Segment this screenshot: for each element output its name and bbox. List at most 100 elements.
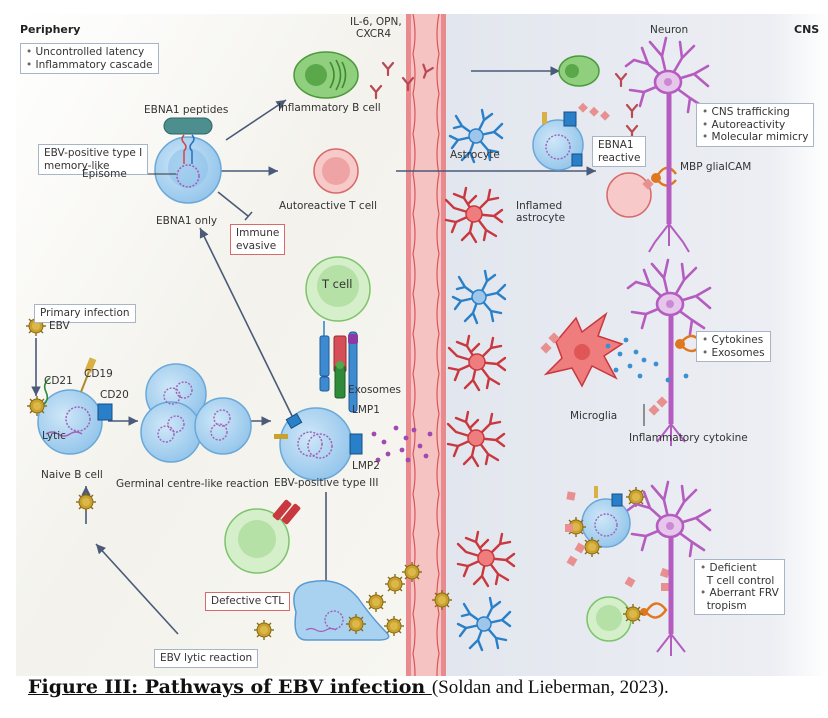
primary-infection-box: Primary infection xyxy=(34,304,136,323)
ebv-virion xyxy=(401,561,423,583)
cytokine-dot xyxy=(627,363,633,369)
inflammatory-b-cell xyxy=(293,51,359,99)
ebv-virion xyxy=(365,591,387,613)
cns-label: CNS xyxy=(794,23,820,36)
defective-ctl xyxy=(224,499,301,574)
naive-b-cell xyxy=(37,357,113,455)
immune-evasive-line: Immune xyxy=(236,227,280,239)
lytic-b-cell xyxy=(293,580,390,641)
neuron-bottom xyxy=(626,480,712,656)
cns-b-cell xyxy=(532,102,610,171)
inflammatory-cytokine-label: Inflammatory cytokine xyxy=(629,432,748,444)
deficient-box: Deficient T cell control Aberrant FRV tr… xyxy=(694,559,785,616)
exosome-dot xyxy=(371,431,377,437)
ebv-virion xyxy=(253,619,275,641)
exosomes-label: Exosomes xyxy=(348,384,402,396)
cytokine-dot xyxy=(637,373,643,379)
autoreactive-t-cell-label: Autoreactive T cell xyxy=(279,200,377,212)
type3-b-cell xyxy=(274,407,363,481)
ebv-virion xyxy=(383,615,405,637)
il6-label: IL-6, OPN, xyxy=(350,16,402,28)
naive-b-cell-label: Naive B cell xyxy=(41,469,103,481)
inflammatory-b-cell-label: Inflammatory B cell xyxy=(278,102,381,114)
cytokine-dot xyxy=(623,337,629,343)
microglia xyxy=(543,311,624,388)
latency-item: Uncontrolled latency xyxy=(26,46,153,59)
exosome-dot xyxy=(427,431,433,437)
germinal-centre-cells xyxy=(140,363,252,463)
latency-box: Uncontrolled latency Inflammatory cascad… xyxy=(20,43,159,75)
inflamed-line: astrocyte xyxy=(516,212,566,225)
ebv-label: EBV xyxy=(49,320,70,332)
cytokine-dot xyxy=(665,377,671,383)
cns-item: Autoreactivity xyxy=(702,119,808,132)
mbp-label: MBP glialCAM xyxy=(680,161,752,173)
immune-evasive-line: evasive xyxy=(236,239,277,252)
astrocyte-label: Astrocyte xyxy=(450,149,500,161)
exosomes xyxy=(371,425,433,463)
deficient-item: T cell control xyxy=(706,574,775,587)
cns-item: Molecular mimicry xyxy=(702,131,809,144)
caption-citation: (Soldan and Lieberman, 2023). xyxy=(431,677,669,698)
type1-line: EBV-positive type I xyxy=(44,147,143,159)
exosome-dot xyxy=(393,425,399,431)
cns-inflammatory-b-cell xyxy=(558,55,600,87)
cytokine-dot xyxy=(617,351,623,357)
defective-ctl-box: Defective CTL xyxy=(205,592,291,611)
cytokines-box: Cytokines Exosomes xyxy=(696,331,771,363)
latency-item: Inflammatory cascade xyxy=(26,59,153,72)
cytokines-item: Exosomes xyxy=(702,347,765,360)
cns-trafficking-box: CNS trafficking Autoreactivity Molecular… xyxy=(696,103,815,147)
lytic-label: Lytic xyxy=(42,430,66,442)
exosome-dot xyxy=(411,427,417,433)
ebna1-reactive-line: EBNA1 xyxy=(598,139,634,151)
germinal-label: Germinal centre-like reaction xyxy=(116,478,269,490)
exosome-dot xyxy=(399,447,405,453)
exosome-dot xyxy=(375,457,381,463)
ebv-virion xyxy=(384,573,406,595)
exosome-dot xyxy=(423,453,429,459)
cd21-label: CD21 xyxy=(44,375,73,387)
type1-box: EBV-positive type I memory-like xyxy=(38,144,149,176)
periphery-label: Periphery xyxy=(20,23,81,36)
lmp1-label: LMP1 xyxy=(352,404,380,416)
lytic-reaction-box: EBV lytic reaction xyxy=(154,649,259,668)
episome-label: Episome xyxy=(82,168,127,180)
deficient-item: Deficient xyxy=(700,562,779,575)
microglia-label: Microglia xyxy=(570,410,618,422)
cytokine-dot xyxy=(653,361,659,367)
cytokine-dot xyxy=(633,349,639,355)
ebna1-reactive-t-cell xyxy=(606,166,677,218)
cytokines-item: Cytokines xyxy=(702,334,765,347)
deficient-item: tropism xyxy=(706,599,747,612)
ebv-virion xyxy=(75,491,97,513)
neuron-label: Neuron xyxy=(650,24,689,36)
ebv-virion xyxy=(345,613,367,635)
cd19-label: CD19 xyxy=(84,368,113,380)
exosome-dot xyxy=(403,435,409,441)
ebna1-reactive-line: reactive xyxy=(598,151,641,164)
lmp2-label: LMP2 xyxy=(352,460,380,472)
exosome-dot xyxy=(381,439,387,445)
exosome-dot xyxy=(385,451,391,457)
ebv-pathways-figure: Periphery CNS Uncontrolled latency Infla… xyxy=(16,14,828,676)
deficient-item: Aberrant FRV xyxy=(700,587,779,600)
neuron-top xyxy=(624,36,710,253)
cytokine-dots xyxy=(605,337,689,383)
t-cell-label: T cell xyxy=(322,277,353,291)
ebv-virion xyxy=(431,589,453,611)
inflamed-astrocyte-label: Inflamed astrocyte xyxy=(516,200,565,224)
type1-memory-b-cell xyxy=(104,117,222,204)
ebv-type3-label: EBV-positive type III xyxy=(274,477,379,489)
cytokine-dot xyxy=(605,343,611,349)
type1-line: memory-like xyxy=(44,159,110,172)
autoreactive-t-cell xyxy=(313,148,359,194)
cytokine-dot xyxy=(683,373,689,379)
ebna1-reactive-box: EBNA1 reactive xyxy=(592,136,647,168)
ebna1-peptides-label: EBNA1 peptides xyxy=(144,104,229,116)
cns-item: CNS trafficking xyxy=(702,106,808,119)
immune-evasive-box: Immune evasive xyxy=(230,224,286,256)
exosome-dot xyxy=(417,443,423,449)
neuron-middle xyxy=(626,258,712,446)
figure-caption: Figure III: Pathways of EBV infection (S… xyxy=(28,676,669,699)
